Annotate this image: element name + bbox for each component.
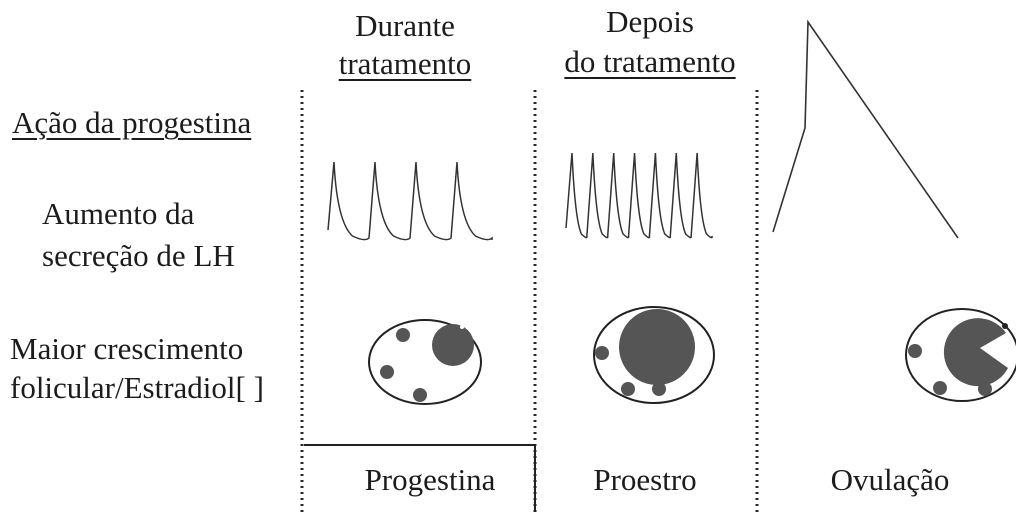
lh-pulses-during-treatment xyxy=(328,162,492,240)
follicle-proestrus xyxy=(594,307,714,403)
small-follicle xyxy=(380,365,394,379)
lh-pulse-trace xyxy=(566,153,712,238)
small-follicle xyxy=(978,382,992,396)
released-oocyte xyxy=(1002,323,1008,329)
follicle-highlight xyxy=(460,325,464,329)
small-follicle xyxy=(595,346,609,360)
small-follicle xyxy=(396,328,410,342)
lh-pulses-after-treatment xyxy=(566,153,712,238)
progestin-box xyxy=(304,445,535,512)
small-follicle xyxy=(652,382,666,396)
lh-pulse-trace xyxy=(328,162,492,240)
dominant-follicle xyxy=(619,309,695,385)
small-follicle xyxy=(413,388,427,402)
small-follicle xyxy=(908,344,922,358)
large-follicle xyxy=(432,324,474,366)
follicle-ovulation xyxy=(906,309,1016,401)
small-follicle xyxy=(933,381,947,395)
follicle-during-treatment xyxy=(369,320,481,404)
lh-surge-ovulation xyxy=(773,22,958,238)
ruptured-follicle xyxy=(944,318,1008,386)
small-follicle xyxy=(621,382,635,396)
